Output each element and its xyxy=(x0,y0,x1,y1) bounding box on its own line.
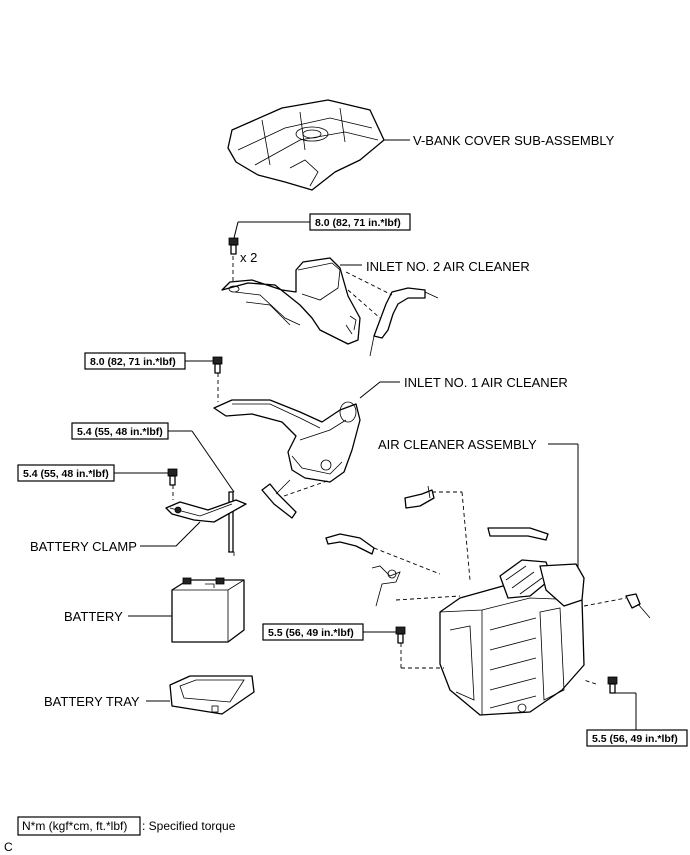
air-cleaner-drawing xyxy=(371,485,651,716)
inlet-no2-drawing xyxy=(221,257,439,357)
torque-box-2: 8.0 (82, 71 in.*lbf) xyxy=(84,352,186,370)
label-air-cleaner-assembly: AIR CLEANER ASSEMBLY xyxy=(378,437,537,452)
battery-drawing xyxy=(171,577,245,643)
label-battery: BATTERY xyxy=(64,609,123,624)
bolt-icon xyxy=(395,626,406,644)
battery-clamp-drawing xyxy=(165,499,247,523)
torque-box-5: 5.5 (56, 49 in.*lbf) xyxy=(262,623,364,641)
label-battery-tray: BATTERY TRAY xyxy=(44,694,140,709)
torque-box-4: 5.4 (55, 48 in.*lbf) xyxy=(17,464,115,482)
hose-drawing xyxy=(261,479,375,555)
bolt-icon xyxy=(228,237,239,255)
bolt-icon xyxy=(212,356,223,374)
legend: N*m (kgf*cm, ft.*lbf) : Specified torque xyxy=(17,816,236,836)
label-v-bank-cover: V-BANK COVER SUB-ASSEMBLY xyxy=(413,133,615,148)
inlet-no1-drawing xyxy=(213,399,361,483)
svg-text:5.5 (56, 49 in.*lbf): 5.5 (56, 49 in.*lbf) xyxy=(592,733,678,745)
torque-box-3: 5.4 (55, 48 in.*lbf) xyxy=(71,422,169,440)
label-battery-clamp: BATTERY CLAMP xyxy=(30,539,137,554)
battery-tray-drawing xyxy=(169,675,255,715)
torque-box-1: 8.0 (82, 71 in.*lbf) xyxy=(309,213,411,231)
svg-text:5.4 (55, 48 in.*lbf): 5.4 (55, 48 in.*lbf) xyxy=(77,426,163,438)
bolt-icon xyxy=(607,676,618,694)
svg-text:5.4 (55, 48 in.*lbf): 5.4 (55, 48 in.*lbf) xyxy=(23,468,109,480)
bolt-icon xyxy=(167,468,178,486)
quantity-note: x 2 xyxy=(240,250,257,265)
label-inlet-no1: INLET NO. 1 AIR CLEANER xyxy=(404,375,568,390)
svg-text:8.0 (82, 71 in.*lbf): 8.0 (82, 71 in.*lbf) xyxy=(90,356,176,368)
label-inlet-no2: INLET NO. 2 AIR CLEANER xyxy=(366,259,530,274)
v-bank-cover-drawing xyxy=(227,99,385,191)
svg-text:5.5 (56, 49 in.*lbf): 5.5 (56, 49 in.*lbf) xyxy=(268,627,354,639)
figure-code: C xyxy=(4,840,13,854)
torque-box-6: 5.5 (56, 49 in.*lbf) xyxy=(586,729,688,747)
legend-unit: N*m (kgf*cm, ft.*lbf) xyxy=(22,819,127,833)
svg-text:8.0 (82, 71 in.*lbf): 8.0 (82, 71 in.*lbf) xyxy=(315,217,401,229)
legend-text: : Specified torque xyxy=(142,819,236,833)
